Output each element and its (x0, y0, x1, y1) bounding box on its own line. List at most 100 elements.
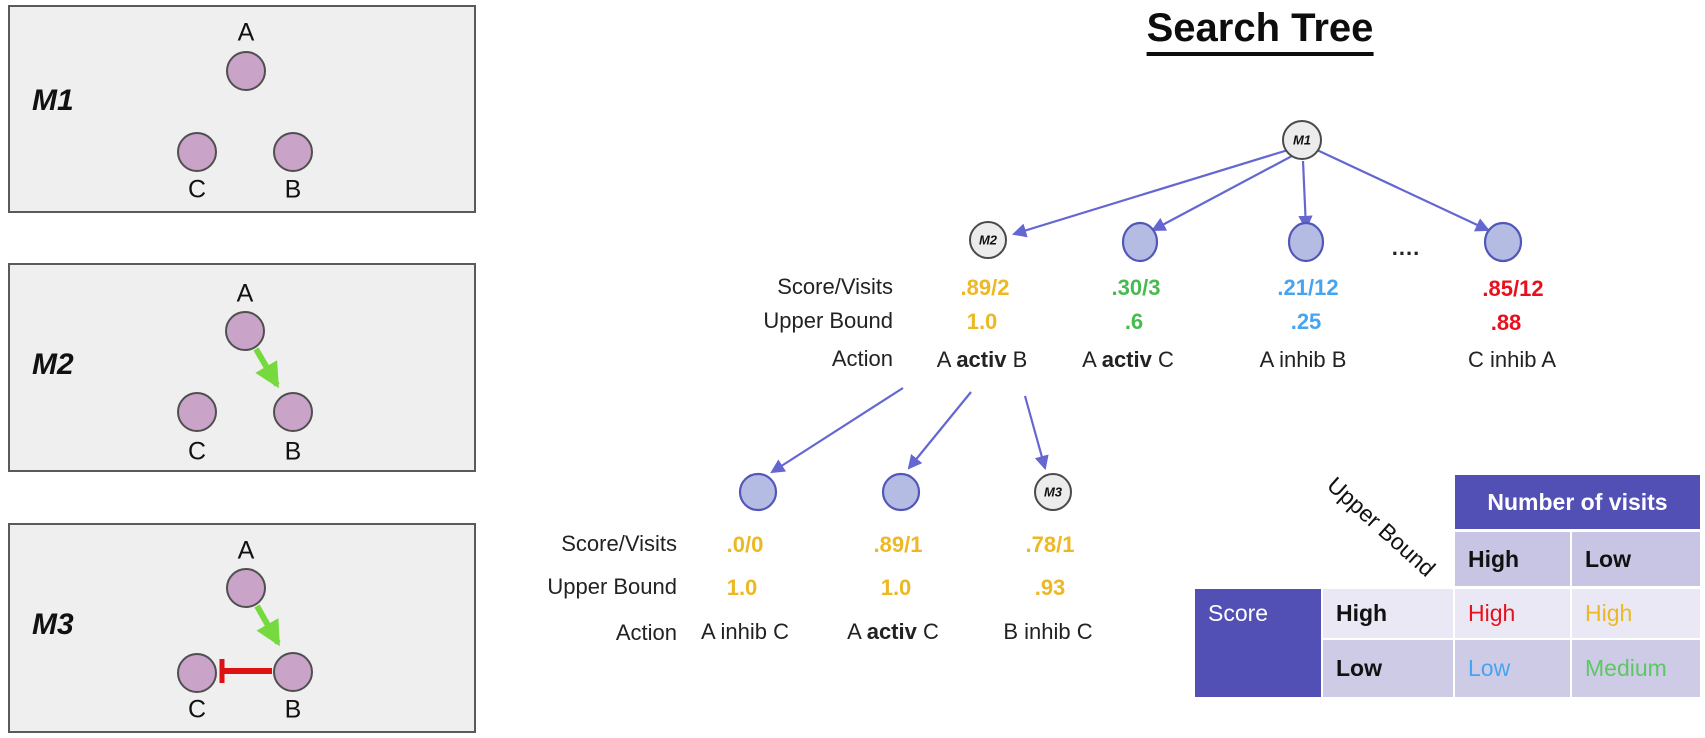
protein-circle-b (273, 652, 313, 692)
protein-nodes-m1 (177, 51, 313, 172)
row-label-action: Action (831, 346, 893, 371)
upper-bound-value: .93 (1034, 575, 1066, 600)
model-panel-m1 (8, 5, 476, 213)
tree-node-label-m3: M3 (1043, 484, 1063, 500)
tree-node-m2 (969, 221, 1007, 259)
action-text: A inhib B (1259, 347, 1347, 372)
protein-label-a: A (237, 18, 255, 47)
action-subject: A (1082, 347, 1102, 372)
protein-circle-c (177, 392, 217, 432)
tree-node-unexpanded (1121, 221, 1159, 263)
tree-node-m3 (1034, 473, 1072, 511)
protein-label-b: B (284, 437, 302, 466)
action-subject: A (936, 347, 957, 372)
action-object: C (916, 619, 939, 644)
table-cell-low-low: Medium (1572, 640, 1700, 697)
action-verb: activ (956, 347, 1007, 372)
table-colheader-visits-high: High (1455, 532, 1570, 586)
tree-node-m1 (1282, 120, 1322, 160)
table-cell-high-low: High (1572, 589, 1700, 638)
tree-node-label-m1: M1 (1292, 132, 1312, 148)
tree-edge-m2-child1 (770, 387, 904, 474)
row-label-score-visits: Score/Visits (777, 274, 893, 299)
model-label-m1: M1 (32, 84, 74, 117)
protein-label-a: A (237, 536, 255, 565)
action-object: B (1006, 347, 1028, 372)
action-value: A activ C (847, 619, 939, 645)
protein-label-b: B (284, 695, 302, 724)
model-panel-m3 (8, 523, 476, 733)
model-panel-m2 (8, 263, 476, 472)
protein-circle-a (225, 311, 265, 351)
table-header-number-of-visits: Number of visits (1455, 475, 1700, 529)
table-colheader-visits-low: Low (1572, 532, 1700, 586)
protein-circle-b (273, 392, 313, 432)
tree-edges-level2 (770, 387, 1049, 474)
action-text: C inhib A (1467, 347, 1557, 372)
action-verb: activ (1101, 347, 1152, 372)
row-label-upper-bound: Upper Bound (763, 308, 893, 333)
tree-node-label-m2: M2 (978, 232, 998, 248)
protein-circle-a (226, 51, 266, 91)
protein-label-a: A (236, 279, 254, 308)
row-label-action: Action (615, 620, 677, 645)
action-text: A inhib C (700, 619, 790, 644)
table-rowgroup-score: Score (1195, 589, 1321, 697)
protein-circle-a (226, 568, 266, 608)
activation-arrow-a-b (253, 347, 280, 389)
protein-nodes-m3 (177, 568, 313, 693)
upper-bound-value: .88 (1490, 310, 1522, 335)
model-label-m2: M2 (32, 348, 74, 381)
tree-edge-m1-child4 (1316, 149, 1490, 232)
model-label-m3: M3 (32, 608, 74, 641)
row-label-upper-bound: Upper Bound (547, 574, 677, 599)
action-value: A inhib C (701, 619, 789, 645)
action-value: A activ C (1082, 347, 1174, 373)
score-visits-value: .89/2 (960, 275, 1010, 300)
tree-edge-m2-child2 (907, 391, 972, 470)
action-value: A inhib B (1260, 347, 1347, 373)
row-label-score-visits: Score/Visits (561, 531, 677, 556)
score-visits-value: .0/0 (726, 532, 764, 557)
table-cell-low-high: Low (1455, 640, 1570, 697)
score-visits-value: .89/1 (873, 532, 923, 557)
upper-bound-value: 1.0 (880, 575, 912, 600)
action-subject: A (847, 619, 867, 644)
score-visits-value: .85/12 (1482, 276, 1544, 301)
tree-edges-level1 (1011, 148, 1490, 238)
figure-title: Search Tree (1146, 6, 1374, 56)
tree-edge-m2-m3 (1023, 395, 1049, 471)
tree-node-unexpanded (1287, 221, 1325, 263)
protein-label-c: C (187, 695, 207, 724)
protein-nodes-m2 (177, 311, 313, 432)
action-value: C inhib A (1468, 347, 1556, 373)
tree-node-unexpanded (1483, 221, 1523, 263)
score-visits-value: .21/12 (1277, 275, 1339, 300)
action-value: B inhib C (1003, 619, 1092, 645)
table-rowheader-score-high: High (1323, 589, 1453, 638)
tree-nodes (738, 120, 1523, 512)
action-value: A activ B (937, 347, 1028, 373)
upper-bound-value: .25 (1290, 309, 1322, 334)
activation-arrow-a-b (254, 604, 281, 647)
protein-label-c: C (187, 437, 207, 466)
tree-edge-m1-child3 (1298, 160, 1313, 231)
upper-bound-value: .6 (1124, 309, 1144, 334)
table-rowheader-score-low: Low (1323, 640, 1453, 697)
upper-bound-value: 1.0 (726, 575, 758, 600)
protein-circle-b (273, 132, 313, 172)
score-visits-value: .78/1 (1025, 532, 1075, 557)
tree-edge-m1-m2 (1011, 148, 1289, 238)
tree-node-unexpanded (738, 472, 778, 512)
protein-circle-c (177, 653, 217, 693)
ellipsis-more-children: .... (1391, 235, 1421, 260)
protein-circle-c (177, 132, 217, 172)
table-cell-high-high: High (1455, 589, 1570, 638)
protein-label-b: B (284, 175, 302, 204)
upper-bound-value: 1.0 (966, 309, 998, 334)
score-visits-value: .30/3 (1111, 275, 1161, 300)
tree-edge-m1-child2 (1151, 155, 1293, 232)
action-text: B inhib C (1003, 619, 1093, 644)
